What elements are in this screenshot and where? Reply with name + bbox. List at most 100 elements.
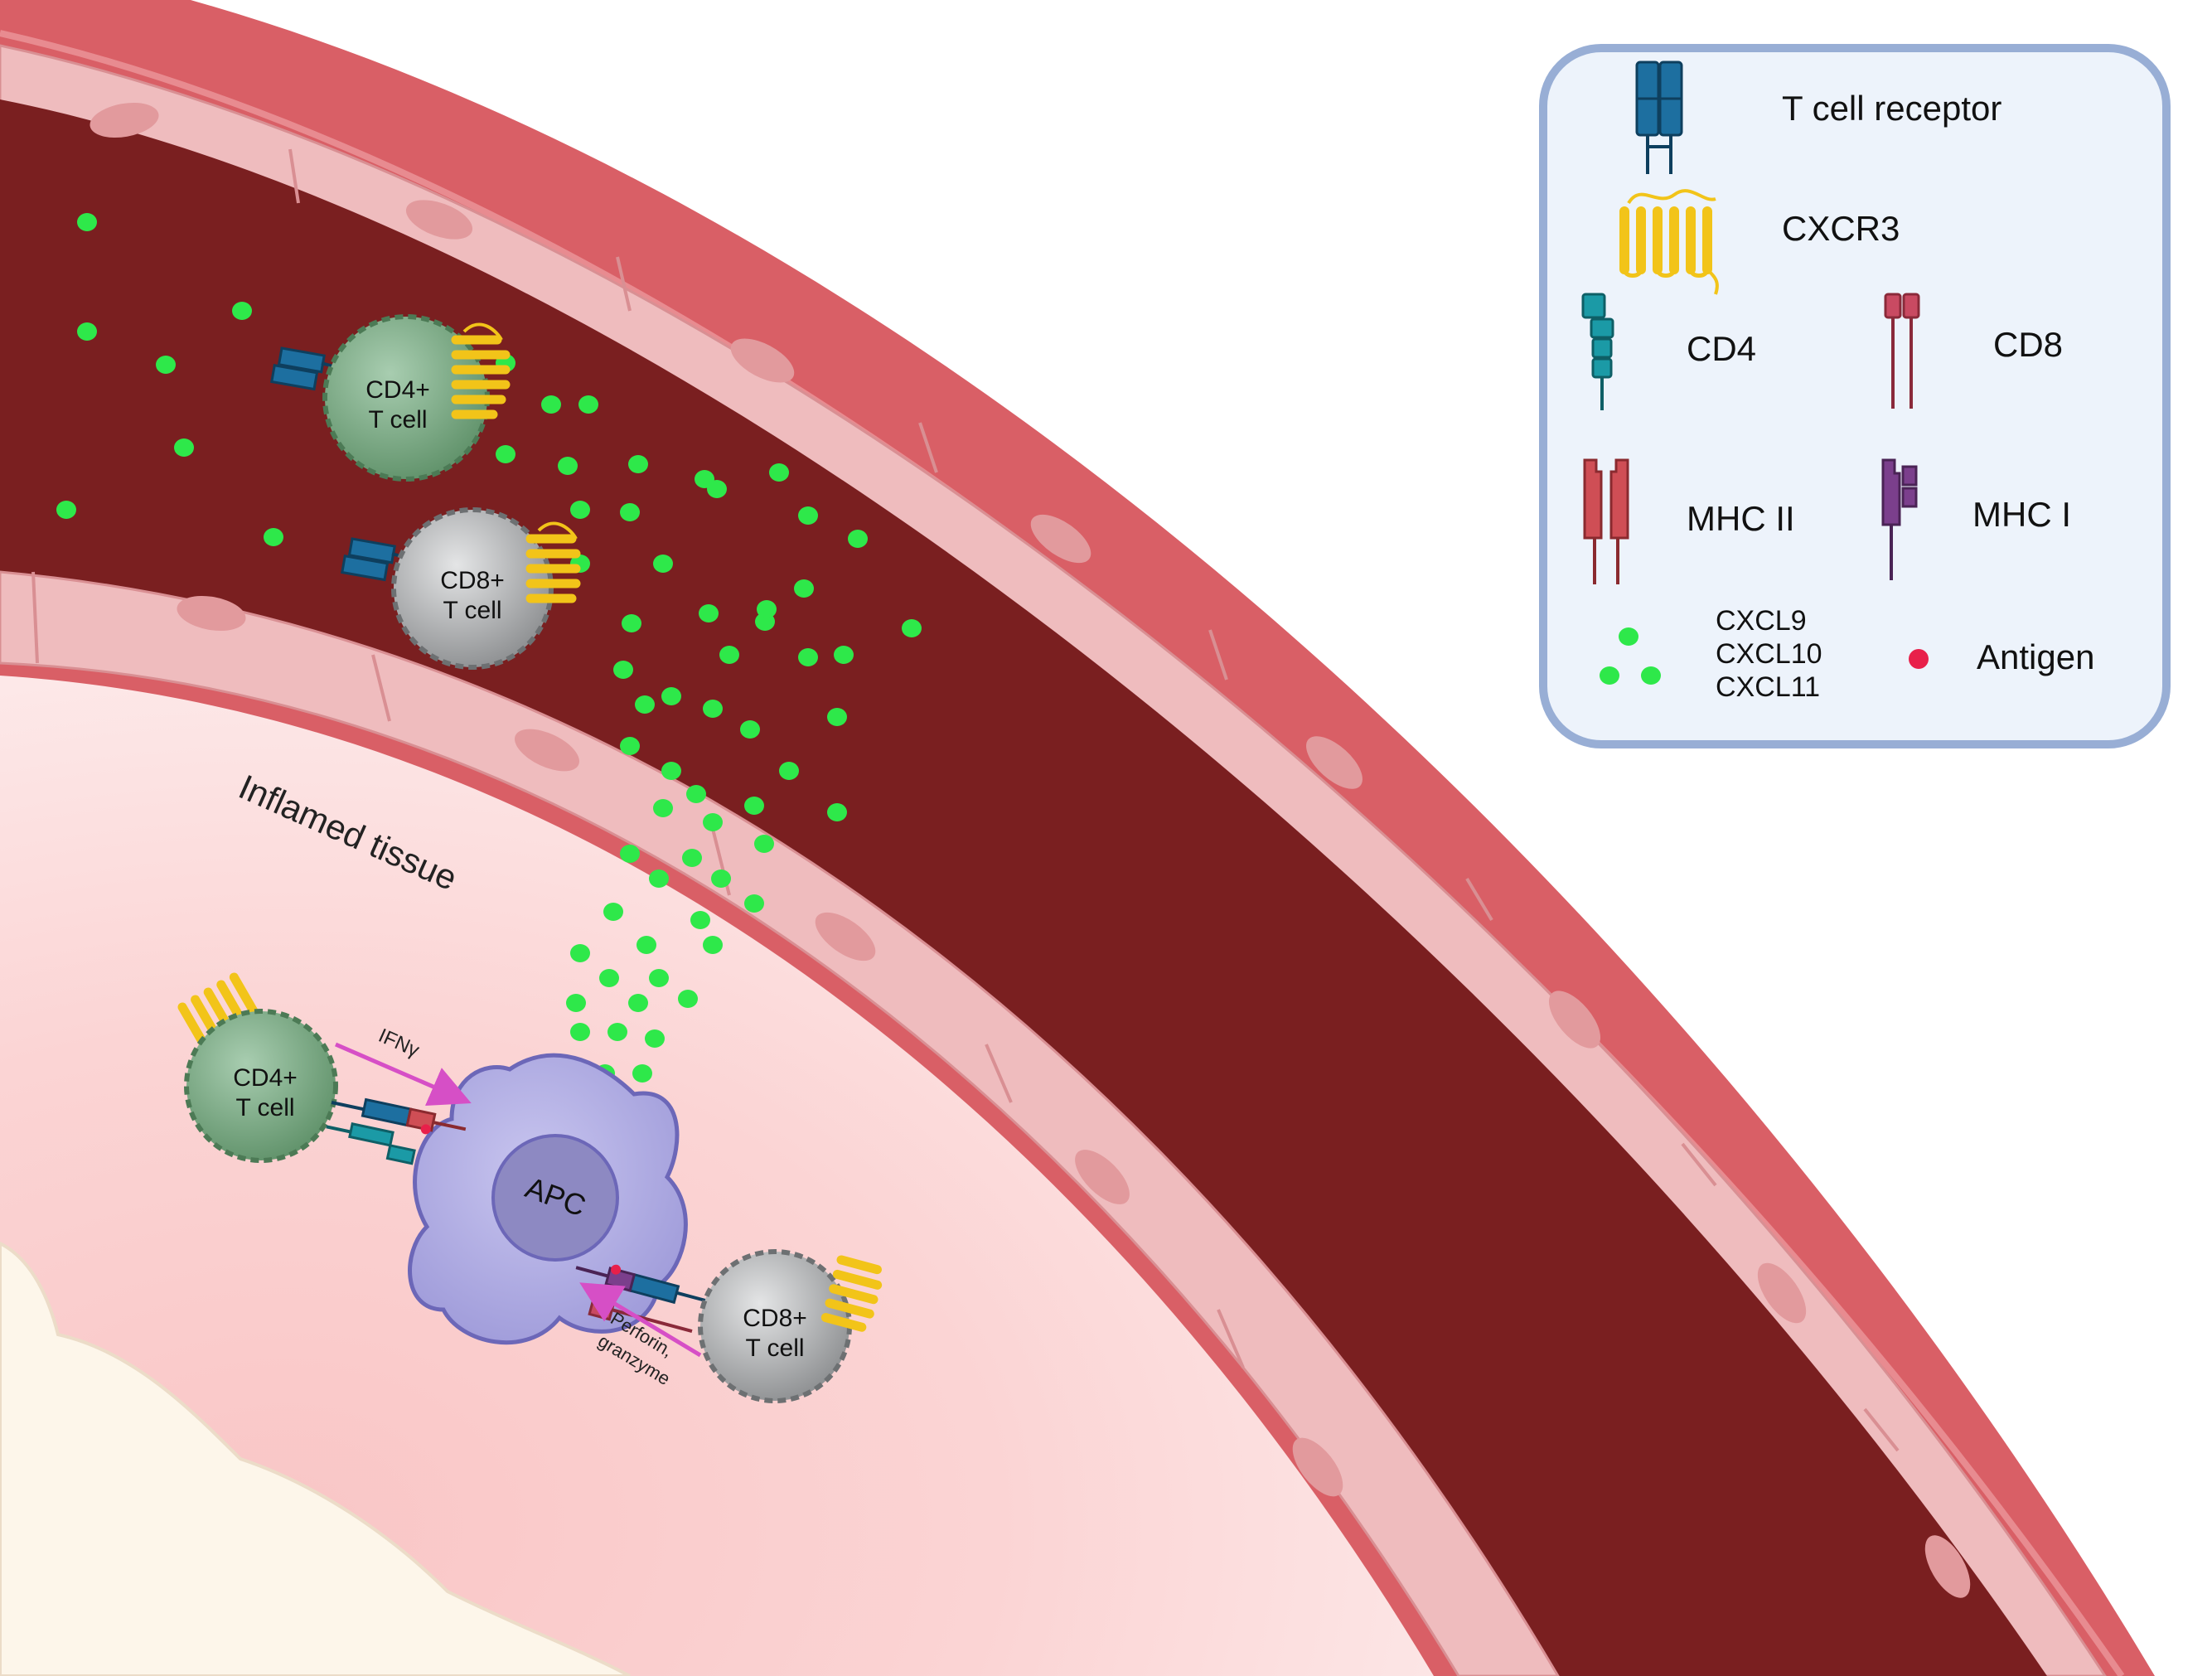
- endothelial-junction: [1465, 877, 1493, 922]
- chemokine-dot: [827, 708, 847, 726]
- chemokine-dot: [264, 528, 283, 546]
- cd4-tcell-lumen: CD4+ T cell: [270, 314, 511, 482]
- chemokine-dot: [649, 969, 669, 987]
- legend-mhc2-label: MHC II: [1687, 499, 1795, 538]
- endothelial-junction: [1863, 1407, 1900, 1452]
- chemokine-dot: [754, 835, 774, 853]
- endothelial-nucleus: [1075, 1150, 1130, 1204]
- chemokine-dot: [703, 700, 723, 718]
- chemokine-dot: [541, 395, 561, 414]
- chemokine-dot: [699, 604, 719, 622]
- chemokine-dot: [570, 1023, 590, 1041]
- tcell-label: T cell: [443, 597, 501, 624]
- endothelial-junction: [985, 1044, 1013, 1103]
- legend-cxcl10-label: CXCL10: [1716, 638, 1822, 670]
- chemokine-dot: [690, 911, 710, 929]
- cxcr3-icon: [820, 1255, 883, 1332]
- cd4-icon: [1581, 293, 1614, 410]
- chemokine-dot: [848, 530, 868, 548]
- endothelial-junction: [616, 256, 632, 312]
- mhc2-icon: [1583, 458, 1629, 584]
- chemokine-dot: [703, 813, 723, 831]
- chemokine-dot: [682, 849, 702, 867]
- endothelial-junction: [31, 571, 39, 664]
- legend-cxcr3-label: CXCR3: [1782, 209, 1900, 248]
- chemokine-dot: [620, 503, 640, 521]
- cxcr3-icon: [451, 322, 511, 419]
- ifng-arrow: [335, 1042, 472, 1107]
- legend: T cell receptor CXCR3 CD4 CD8: [1539, 44, 2171, 748]
- endothelial-nucleus: [90, 102, 159, 138]
- legend-tcr-label: T cell receptor: [1782, 89, 2001, 128]
- tcr-icon: [1635, 61, 1683, 174]
- mhc1-icon: [1881, 458, 1918, 580]
- chemokine-dot: [686, 785, 706, 803]
- cd4-label: CD4+: [365, 376, 430, 404]
- chemokine-dot: [156, 356, 176, 374]
- chemokine-dot: [613, 661, 633, 679]
- endothelial-nuclei: [90, 102, 1971, 1598]
- endothelial-nucleus: [730, 338, 795, 383]
- tissue-core: [0, 1241, 631, 1676]
- chemokine-dot: [607, 1023, 627, 1041]
- chemokine-dot: [779, 762, 799, 780]
- endothelial-junction: [371, 654, 391, 722]
- cd8-tcell-lumen: CD8+ T cell: [341, 507, 581, 670]
- chemokine-dot: [678, 990, 698, 1008]
- cxcr3-icon: [1619, 189, 1719, 295]
- endothelium-inner: [0, 570, 1560, 1676]
- inflamed-tissue-area: [0, 676, 1434, 1676]
- chemokine-dot: [798, 506, 818, 525]
- chemokine-dot: [628, 994, 648, 1012]
- chemokine-dot: [632, 1064, 652, 1083]
- endothelial-nucleus: [1924, 1535, 1971, 1598]
- cd4-tcr-mhc2-complex: [326, 1097, 467, 1165]
- endothelial-nucleus: [1292, 1437, 1343, 1497]
- endothelial-nucleus: [515, 729, 579, 772]
- legend-antigen-label: Antigen: [1977, 637, 2094, 676]
- chemokine-dot: [603, 903, 623, 921]
- chemokine-dot: [570, 501, 590, 519]
- chemokine-dot: [620, 737, 640, 755]
- chemokine-dot: [174, 438, 194, 457]
- chemokine-dot: [636, 936, 656, 954]
- chemokine-dot: [744, 797, 764, 815]
- chemokine-dot: [620, 845, 640, 863]
- cd4-tcell-tissue: CD4+ T cell: [177, 972, 467, 1165]
- tcell-label: T cell: [368, 406, 427, 434]
- legend-cxcl9-label: CXCL9: [1716, 605, 1807, 637]
- endothelial-junctions: [31, 148, 1900, 1452]
- legend-cd8-label: CD8: [1993, 325, 2063, 364]
- chemokine-dot: [628, 455, 648, 473]
- endothelial-junction: [1208, 629, 1228, 681]
- chemokine-dot: [232, 302, 252, 320]
- chemokine-dot: [77, 213, 97, 231]
- endothelial-junction: [288, 148, 300, 204]
- cd8-label: CD8+: [743, 1305, 807, 1332]
- chemokine-dot: [740, 720, 760, 739]
- chemokine-dot: [798, 648, 818, 666]
- chemokine-dot: [769, 463, 789, 482]
- chemokine-dot: [794, 579, 814, 598]
- chemokine-dot: [661, 762, 681, 780]
- antigen-icon: [1909, 649, 1929, 669]
- endothelial-junction: [1217, 1309, 1245, 1368]
- legend-mhc1-label: MHC I: [1972, 495, 2071, 534]
- chemokine-dot: [558, 457, 578, 475]
- chemokine-dot: [653, 555, 673, 573]
- cd8-label: CD8+: [440, 567, 505, 594]
- chemokine-dot: [719, 646, 739, 664]
- legend-cxcl11-label: CXCL11: [1716, 671, 1820, 703]
- chemokine-dot: [645, 1029, 665, 1048]
- endothelial-nucleus: [1306, 736, 1363, 789]
- endothelial-nucleus: [177, 595, 246, 632]
- legend-cd4-label: CD4: [1687, 329, 1756, 368]
- chemokine-dot: [834, 646, 854, 664]
- chemokine-dot: [711, 869, 731, 888]
- chemokine-dot: [707, 480, 727, 498]
- chemokine-dot: [653, 799, 673, 817]
- chemokine-dot: [496, 445, 515, 463]
- chemokine-dot: [570, 944, 590, 962]
- chemokine-dots: [56, 213, 922, 1083]
